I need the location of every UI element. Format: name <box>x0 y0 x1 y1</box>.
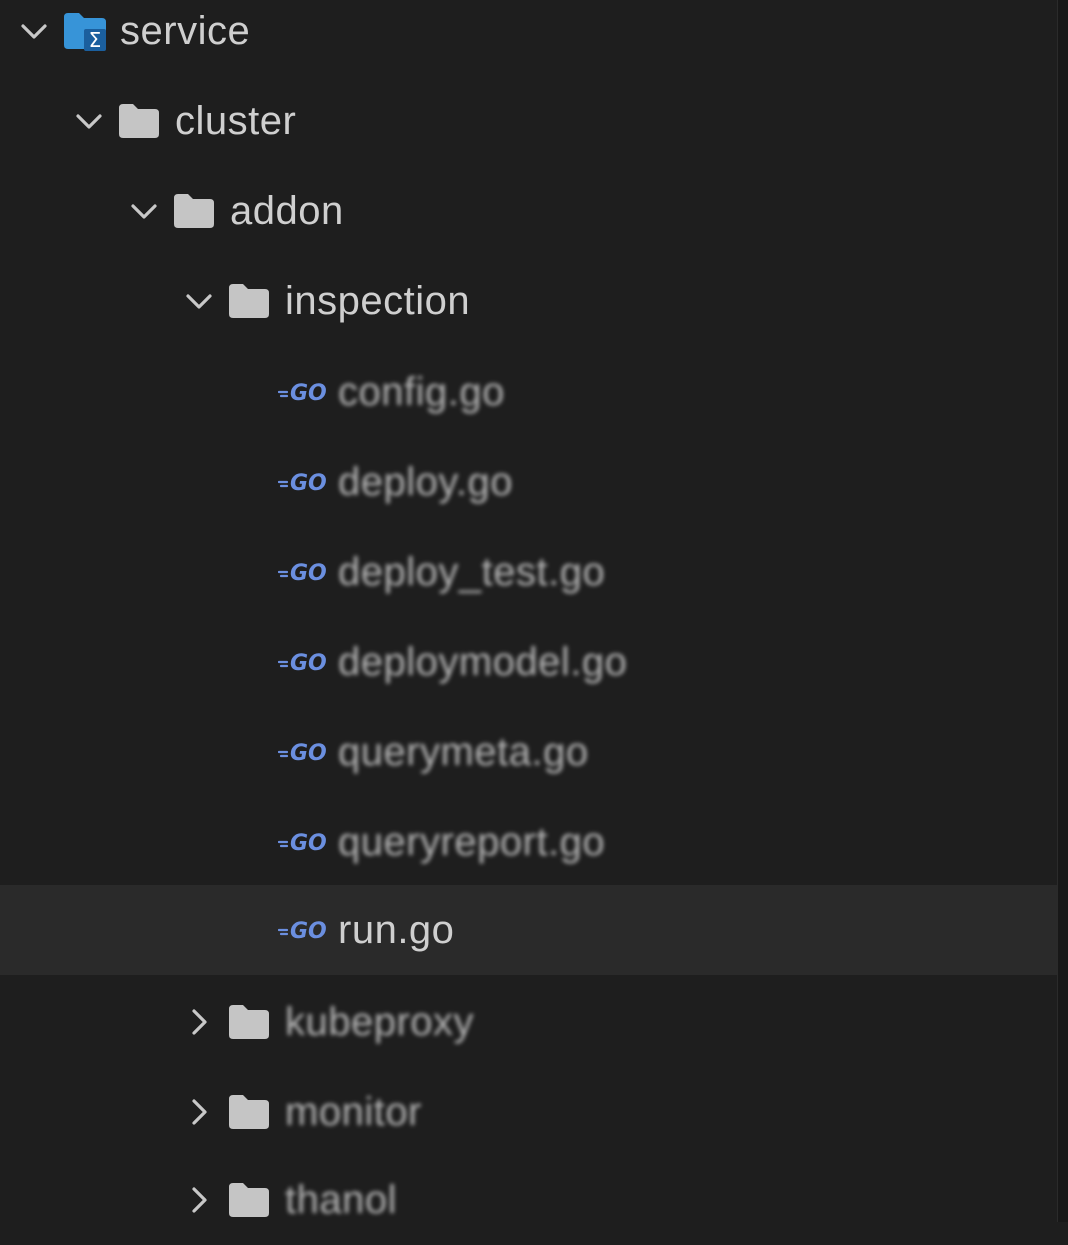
tree-item-label: cluster <box>175 99 297 143</box>
go-file-icon: GO <box>278 378 330 406</box>
go-file-icon: GO <box>278 558 330 586</box>
tree-item-file-selected[interactable]: GO run.go <box>0 885 1058 975</box>
tree-item-label: kubeproxy <box>285 1000 475 1044</box>
tree-item-folder-collapsed[interactable]: kubeproxy <box>0 977 1058 1067</box>
tree-item-addon[interactable]: addon <box>0 166 1058 256</box>
svg-text:GO: GO <box>290 471 327 496</box>
tree-item-inspection[interactable]: inspection <box>0 256 1058 346</box>
svg-text:GO: GO <box>290 741 327 766</box>
folder-icon <box>227 1002 273 1042</box>
tree-item-label: addon <box>230 189 344 233</box>
chevron-right-icon[interactable] <box>181 1182 217 1218</box>
svg-text:GO: GO <box>290 561 327 586</box>
go-file-icon: GO <box>278 648 330 676</box>
folder-icon <box>117 101 163 141</box>
chevron-down-icon[interactable] <box>16 13 52 49</box>
tree-item-label: inspection <box>285 279 471 323</box>
svg-text:Σ: Σ <box>89 28 102 51</box>
tree-item-folder-collapsed[interactable]: thanol <box>0 1155 1058 1245</box>
folder-icon <box>227 281 273 321</box>
tree-item-label: service <box>120 9 251 53</box>
folder-icon <box>172 191 218 231</box>
tree-item-service[interactable]: Σ service <box>0 0 1058 76</box>
chevron-down-icon[interactable] <box>181 283 217 319</box>
svg-text:GO: GO <box>290 381 327 406</box>
file-label: querymeta.go <box>338 730 589 774</box>
file-label: config.go <box>338 370 505 414</box>
tree-item-file[interactable]: GO queryreport.go <box>0 797 1058 887</box>
go-file-icon: GO <box>278 828 330 856</box>
go-file-icon: GO <box>278 738 330 766</box>
file-label: run.go <box>338 908 455 952</box>
chevron-right-icon[interactable] <box>181 1094 217 1130</box>
svg-text:GO: GO <box>290 651 327 676</box>
tree-item-file[interactable]: GO deploymodel.go <box>0 617 1058 707</box>
go-file-icon: GO <box>278 916 330 944</box>
tree-item-file[interactable]: GO config.go <box>0 347 1058 437</box>
folder-icon <box>227 1092 273 1132</box>
svg-text:GO: GO <box>290 831 327 856</box>
chevron-right-icon[interactable] <box>181 1004 217 1040</box>
file-label: deploy.go <box>338 460 514 504</box>
go-file-icon: GO <box>278 468 330 496</box>
file-label: queryreport.go <box>338 820 606 864</box>
tree-item-folder-collapsed[interactable]: monitor <box>0 1067 1058 1157</box>
chevron-down-icon[interactable] <box>71 103 107 139</box>
folder-icon <box>227 1180 273 1220</box>
chevron-down-icon[interactable] <box>126 193 162 229</box>
tree-item-file[interactable]: GO deploy_test.go <box>0 527 1058 617</box>
file-label: deploymodel.go <box>338 640 628 684</box>
tree-item-label: monitor <box>285 1090 422 1134</box>
tree-item-cluster[interactable]: cluster <box>0 76 1058 166</box>
svg-text:GO: GO <box>290 919 327 944</box>
service-folder-icon: Σ <box>62 11 108 51</box>
tree-item-label: thanol <box>285 1178 397 1222</box>
tree-item-file[interactable]: GO querymeta.go <box>0 707 1058 797</box>
file-explorer-tree: Σ service cluster addon inspection <box>0 0 1058 1222</box>
tree-item-file[interactable]: GO deploy.go <box>0 437 1058 527</box>
file-label: deploy_test.go <box>338 550 606 594</box>
scrollbar-track[interactable] <box>1057 0 1068 1222</box>
